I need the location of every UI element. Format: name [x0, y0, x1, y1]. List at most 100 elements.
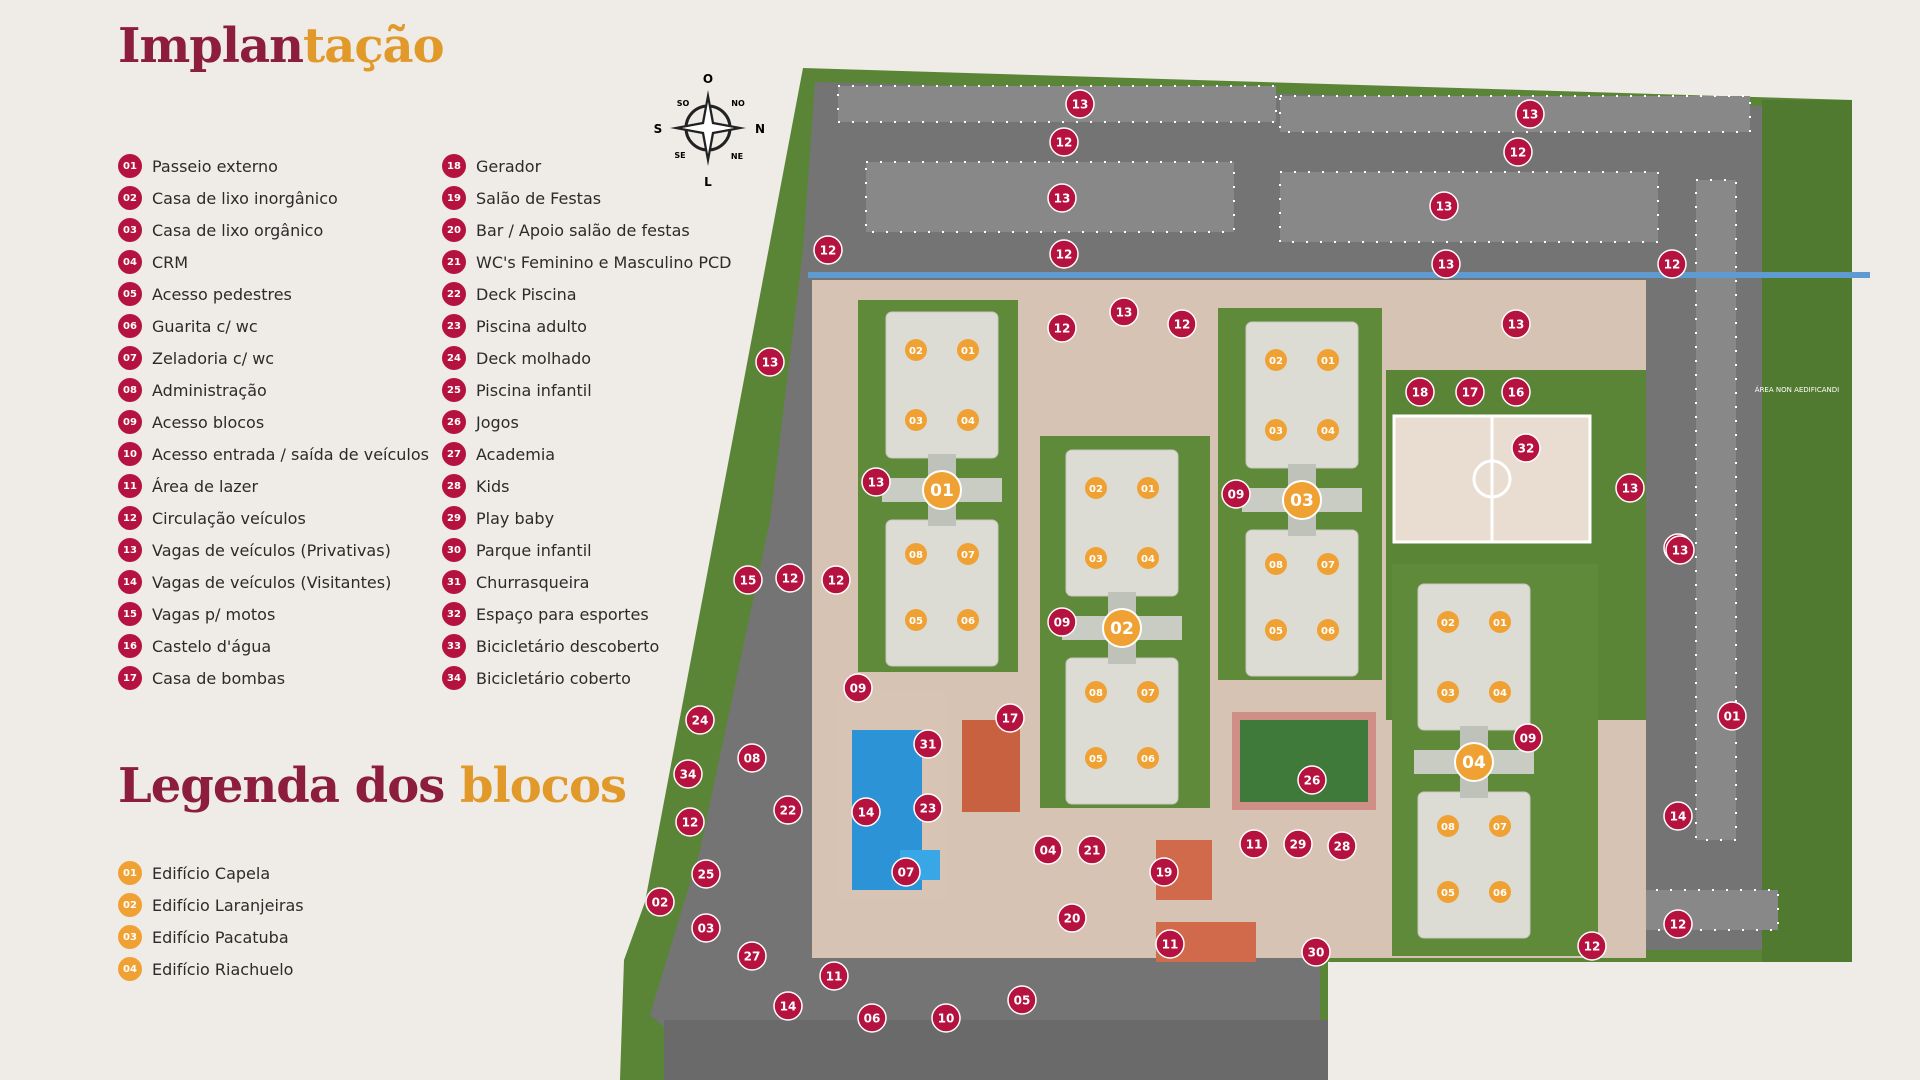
area-marker: [691, 859, 721, 889]
parking-strip: [837, 85, 1277, 123]
non-building-label: ÁREA NON AEDIFICANDI: [1755, 385, 1839, 394]
compass-north: N: [755, 122, 765, 136]
area-marker: [931, 1003, 961, 1033]
compass-star-inner: [682, 102, 734, 154]
area-marker: [1429, 191, 1459, 221]
legend-label: Vagas p/ motos: [152, 604, 276, 624]
area-marker-label: 01: [1724, 710, 1741, 724]
area-marker-label: 11: [1246, 838, 1263, 852]
unit-number: 08: [1441, 822, 1455, 833]
area-marker-label: 12: [1510, 146, 1527, 160]
legend-number: 01: [118, 861, 142, 885]
area-marker: [1501, 377, 1531, 407]
unit-number: 06: [1321, 626, 1335, 637]
unit-marker: [905, 339, 927, 361]
area-marker: [675, 807, 705, 837]
area-marker: [1301, 937, 1331, 967]
area-marker: [1501, 309, 1531, 339]
unit-marker: [1265, 349, 1287, 371]
area-marker: [1327, 831, 1357, 861]
area-marker: [857, 1003, 887, 1033]
legend-label: Espaço para esportes: [476, 604, 649, 624]
area-marker: [737, 941, 767, 971]
legend-label: Castelo d'água: [152, 636, 272, 656]
building-wing: [1245, 529, 1359, 677]
unit-marker: [1137, 477, 1159, 499]
unit-marker: [1265, 619, 1287, 641]
area-marker: [891, 857, 921, 887]
legend-number: 05: [118, 282, 142, 306]
legend-label: WC's Feminino e Masculino PCD: [476, 252, 732, 272]
area-marker: [913, 793, 943, 823]
compass-so: SO: [677, 99, 690, 108]
unit-number: 04: [1321, 426, 1335, 437]
building-wing: [1245, 321, 1359, 469]
area-marker: [1515, 99, 1545, 129]
legend-number: 06: [118, 314, 142, 338]
title-part-1: Implan: [118, 18, 304, 74]
area-marker: [773, 795, 803, 825]
unit-number: 02: [1269, 356, 1283, 367]
area-marker-label: 12: [1664, 258, 1681, 272]
legend-number: 04: [118, 957, 142, 981]
area-marker-label: 12: [820, 244, 837, 258]
unit-number: 01: [961, 346, 975, 357]
unit-number: 04: [1493, 688, 1507, 699]
area-marker-label: 34: [680, 768, 697, 782]
unit-number: 03: [1441, 688, 1455, 699]
area-marker: [1431, 249, 1461, 279]
area-marker-label: 13: [1072, 98, 1089, 112]
area-marker: [1297, 765, 1327, 795]
unit-number: 01: [1493, 618, 1507, 629]
area-marker: [1221, 479, 1251, 509]
legend-label: Edifício Laranjeiras: [152, 895, 304, 915]
unit-number: 03: [1089, 554, 1103, 565]
area-marker: [755, 347, 785, 377]
area-marker: [773, 991, 803, 1021]
unit-number: 02: [1441, 618, 1455, 629]
area-marker-label: 14: [1670, 810, 1687, 824]
area-marker-label: 09: [1520, 732, 1537, 746]
area-marker: [1077, 835, 1107, 865]
legend-label: Vagas de veículos (Visitantes): [152, 572, 392, 592]
area-marker-label: 12: [1584, 940, 1601, 954]
area-marker: [861, 467, 891, 497]
legend-label: Deck molhado: [476, 348, 592, 368]
area-marker-label: 13: [1116, 306, 1133, 320]
legend-number: 13: [118, 538, 142, 562]
unit-marker: [1489, 881, 1511, 903]
legend-number: 15: [118, 602, 142, 626]
unit-marker: [905, 543, 927, 565]
area-marker-label: 06: [864, 1012, 881, 1026]
area-marker-label: 12: [1054, 322, 1071, 336]
area-marker-label: 14: [858, 806, 875, 820]
legend-number: 18: [442, 154, 466, 178]
area-marker: [1657, 249, 1687, 279]
area-marker: [1109, 297, 1139, 327]
legend-number: 28: [442, 474, 466, 498]
legend-number: 23: [442, 314, 466, 338]
legend-label: Gerador: [476, 156, 542, 176]
legend-title-part-2: blocos: [459, 758, 627, 814]
area-marker: [645, 887, 675, 917]
legend-label: Jogos: [476, 412, 519, 432]
legend-number: 04: [118, 250, 142, 274]
unit-marker: [1317, 419, 1339, 441]
area-marker: [733, 565, 763, 595]
area-marker-label: 12: [1174, 318, 1191, 332]
area-marker-label: 27: [744, 950, 761, 964]
area-marker-label: 12: [828, 574, 845, 588]
area-marker: [1577, 931, 1607, 961]
area-marker: [1503, 137, 1533, 167]
unit-marker: [1437, 611, 1459, 633]
